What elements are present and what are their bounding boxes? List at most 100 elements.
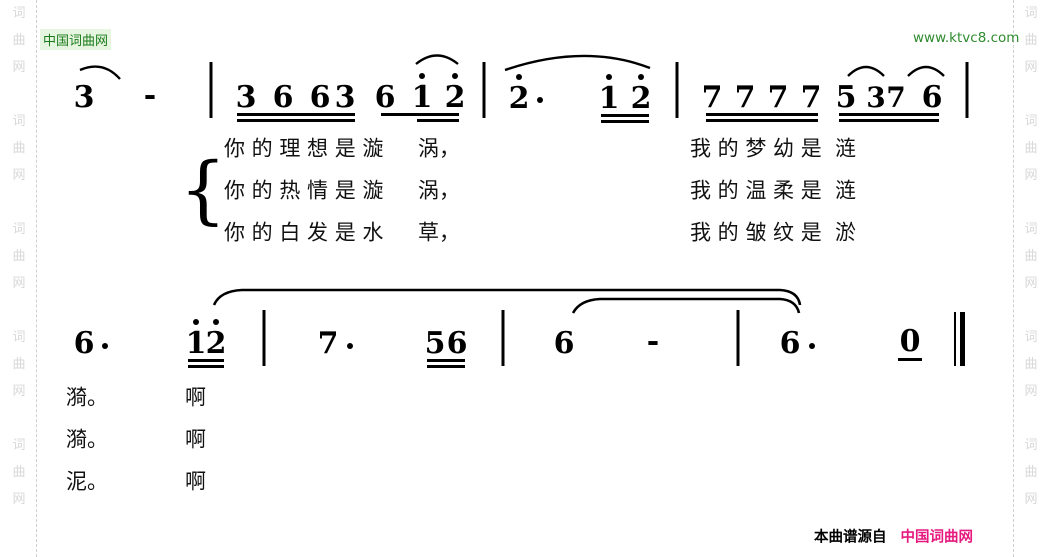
note-m7-2: - [646, 324, 660, 359]
barline-5 [262, 310, 266, 366]
footer-credit-brand: 中国词曲网 [900, 529, 974, 546]
watermark-column-right: 词 曲 网 词 曲 网 词 曲 网 词 曲 网 词 曲 网 [1014, 0, 1048, 557]
site-url-label: www.ktvc8.com [913, 30, 1020, 46]
augmentation-dot-m6-1 [347, 343, 353, 349]
note-m6-1: 7 [317, 326, 339, 361]
note-m1-2: - [143, 78, 157, 113]
note-m4-6: 3 [866, 81, 886, 114]
octave-dot-m3-3 [638, 74, 644, 80]
lyric2-verse3-left: 泥。 [66, 469, 108, 494]
watermark-char: 曲 [12, 249, 26, 264]
lyric-verse2-right: 我 的 温 柔 是 涟 [690, 178, 857, 203]
lyric-verse1-mid: 涡， [418, 136, 460, 161]
footer-credit-prefix: 本曲谱源自 [814, 529, 887, 546]
slur-m1 [79, 65, 121, 80]
beam-m4-a2 [706, 119, 818, 122]
note-m4-4: 7 [800, 80, 822, 115]
watermark-column-left: 词 曲 网 词 曲 网 词 曲 网 词 曲 网 词 曲 网 [2, 0, 36, 557]
watermark-char: 词 [12, 6, 26, 21]
beam-m2-a2 [237, 119, 355, 122]
beam-m6-1 [427, 359, 465, 362]
lyric-verse3-left: 你 的 白 发 是 水 [224, 220, 384, 245]
note-m2-7: 2 [444, 80, 466, 115]
watermark-char: 网 [1024, 384, 1038, 399]
watermark-char: 网 [1024, 168, 1038, 183]
lyric-verse2-left: 你 的 热 情 是 漩 [224, 178, 384, 203]
beam-m3-2 [601, 120, 649, 123]
barline-6 [501, 310, 505, 366]
octave-dot-m2-7 [452, 73, 458, 79]
beam-m2-b2 [417, 119, 459, 122]
note-m5-2: 1 [185, 326, 207, 361]
note-m7-1: 6 [553, 326, 575, 361]
barline-4 [965, 62, 969, 118]
lyric-verse2-mid: 涡， [418, 178, 460, 203]
barline-2 [482, 62, 486, 118]
final-barline [954, 312, 972, 366]
note-m2-5: 6 [374, 80, 396, 115]
beam-m8-1 [898, 358, 922, 361]
octave-dot-m2-6 [419, 73, 425, 79]
watermark-char: 词 [12, 114, 26, 129]
note-m8-2: 0 [899, 324, 921, 359]
slur-m2-end [415, 54, 459, 65]
note-m2-4: 3 [334, 80, 356, 115]
watermark-char: 网 [1024, 60, 1038, 75]
watermark-char: 网 [12, 384, 26, 399]
lyric2-verse2-mid: 啊 [185, 427, 206, 452]
octave-dot-m5-3 [213, 319, 219, 325]
beam-m5-1 [188, 359, 224, 362]
note-m4-5: 5 [835, 80, 857, 115]
octave-dot-m3-1 [516, 74, 522, 80]
barline-7 [736, 310, 740, 366]
beam-m5-2 [188, 365, 224, 368]
slur-m4-a [847, 65, 885, 77]
augmentation-dot-m3-1 [537, 97, 543, 103]
octave-dot-m3-2 [606, 74, 612, 80]
watermark-divider-left [36, 0, 37, 557]
watermark-char: 词 [12, 438, 26, 453]
watermark-char: 词 [12, 222, 26, 237]
note-m4-3: 7 [767, 80, 789, 115]
lyric-verse1-left: 你 的 理 想 是 漩 [224, 136, 384, 161]
note-m6-3: 6 [446, 326, 468, 361]
watermark-char: 曲 [12, 33, 26, 48]
watermark-char: 网 [1024, 276, 1038, 291]
watermark-char: 曲 [12, 141, 26, 156]
watermark-char: 曲 [12, 357, 26, 372]
note-m1-1: 3 [73, 80, 95, 115]
beam-m2-b1 [381, 113, 459, 116]
beam-m4-b1 [839, 113, 939, 116]
note-m2-2: 6 [272, 80, 294, 115]
note-m4-1: 7 [701, 80, 723, 115]
watermark-char: 曲 [12, 465, 26, 480]
watermark-char: 词 [1024, 330, 1038, 345]
beam-m3-1 [601, 114, 649, 117]
watermark-char: 词 [1024, 222, 1038, 237]
beam-m6-2 [427, 365, 465, 368]
lyric2-verse2-left: 漪。 [66, 427, 108, 452]
watermark-divider-right [1013, 0, 1014, 557]
lyric2-verse3-mid: 啊 [185, 469, 206, 494]
lyrics-brace: { [179, 147, 227, 233]
watermark-char: 曲 [1024, 357, 1038, 372]
slur-system2-short [571, 297, 801, 314]
note-m6-2: 5 [424, 326, 446, 361]
beam-m4-a1 [706, 113, 818, 116]
note-m2-3: 6 [309, 80, 331, 115]
watermark-char: 曲 [1024, 465, 1038, 480]
footer-credit: 本曲谱源自中国词曲网 [814, 526, 973, 547]
note-m4-8: 6 [921, 80, 943, 115]
barline-1 [209, 62, 213, 118]
watermark-char: 词 [1024, 438, 1038, 453]
watermark-char: 词 [12, 330, 26, 345]
watermark-char: 曲 [1024, 141, 1038, 156]
beam-m2-a1 [237, 113, 355, 116]
note-m4-7: 7 [886, 81, 906, 114]
watermark-char: 网 [12, 492, 26, 507]
augmentation-dot-m5-1 [102, 343, 108, 349]
watermark-char: 网 [12, 168, 26, 183]
watermark-char: 网 [12, 276, 26, 291]
lyric-verse1-right: 我 的 梦 幼 是 涟 [690, 136, 857, 161]
lyric-verse3-right: 我 的 皱 纹 是 淤 [690, 220, 857, 245]
